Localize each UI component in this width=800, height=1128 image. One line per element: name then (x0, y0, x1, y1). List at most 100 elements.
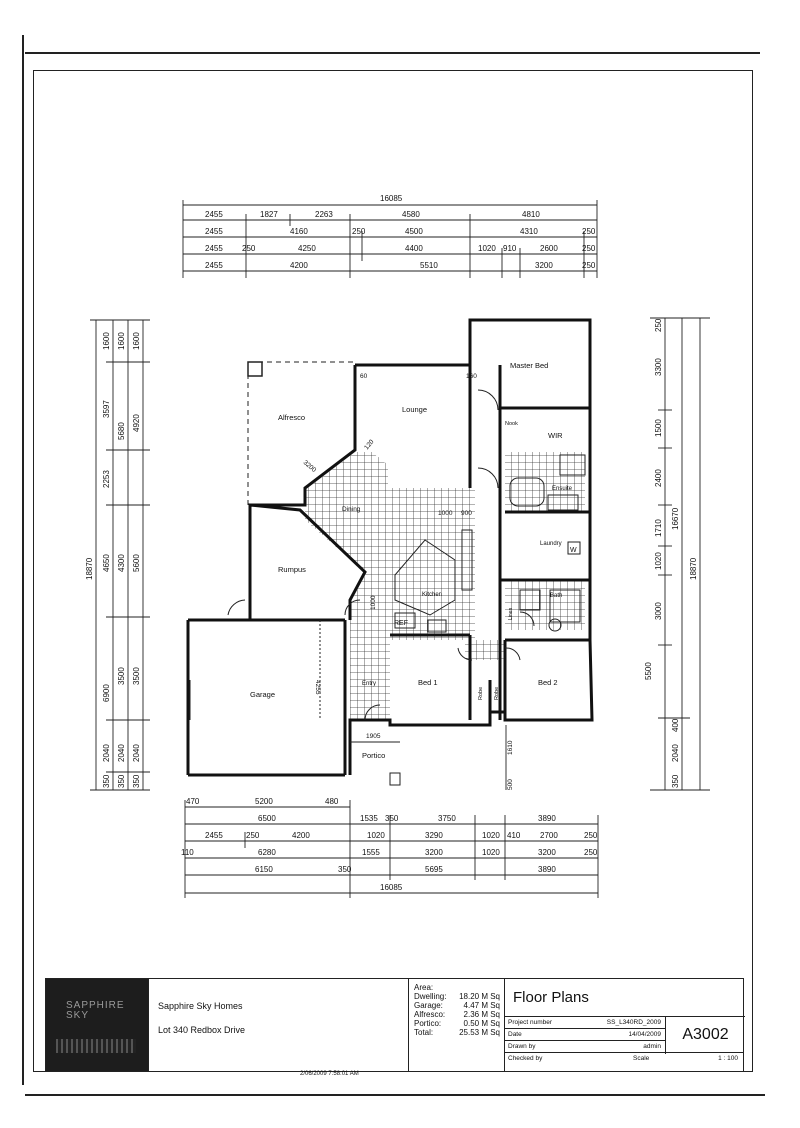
label-entry: Entry (362, 681, 376, 687)
right-dim-c1-5: 1020 (654, 552, 663, 570)
top-dim-r1-3: 4580 (402, 210, 420, 219)
top-dim-r3-2: 4250 (298, 244, 316, 253)
label-bed1: Bed 1 (418, 678, 438, 687)
label-kitchen: Kitchen (422, 592, 442, 598)
top-dim-r1-4: 4810 (522, 210, 540, 219)
bot-dim-r4-1: 6280 (258, 848, 276, 857)
bot-dim-r3-0: 2455 (205, 831, 223, 840)
floor-plan: 16085 2455 1827 2263 4580 4810 2455 4160… (85, 194, 710, 898)
top-dim-r3-4: 1020 (478, 244, 496, 253)
right-dim-c3-3: 350 (671, 774, 680, 788)
top-dim-r1-1: 1827 (260, 210, 278, 219)
scan-edge-line-left (22, 35, 24, 1085)
company-logo: SAPPHIRE SKY (46, 979, 148, 1071)
area-summary: Area: Dwelling:18.20 M Sq Garage:4.47 M … (408, 979, 505, 1071)
bot-dim-r1-0: 470 (186, 797, 200, 806)
bot-dim-r5-2: 5695 (425, 865, 443, 874)
drawn-by-row: Drawn by admin (505, 1040, 665, 1053)
bot-dim-r2-1: 1535 (360, 814, 378, 823)
bot-dim-r3-3: 1020 (367, 831, 385, 840)
bottom-dimension-lines (184, 800, 599, 898)
left-dim-c1-0: 1600 (102, 332, 111, 350)
label-garage: Garage (250, 690, 275, 699)
left-dim-overall: 18870 (85, 557, 94, 580)
top-dim-r4-1: 4200 (290, 261, 308, 270)
left-dim-c3-3: 3500 (132, 667, 141, 685)
top-dimension-labels: 16085 2455 1827 2263 4580 4810 2455 4160… (205, 194, 596, 270)
top-dim-r3-0: 2455 (205, 244, 223, 253)
bot-dim-r1-2: 480 (325, 797, 339, 806)
scan-edge-line-top (25, 52, 760, 54)
alfresco-dashed (247, 361, 355, 505)
label-ref: REF (394, 620, 408, 627)
bot-dim-r2-4: 3890 (538, 814, 556, 823)
label-rumpus: Rumpus (278, 565, 306, 574)
left-dim-c2-3: 3500 (117, 667, 126, 685)
top-dim-r3-1: 250 (242, 244, 256, 253)
idim-1610: 1610 (507, 740, 514, 755)
label-laundry: Laundry (540, 541, 562, 547)
right-dim-c1-6: 3000 (654, 602, 663, 620)
sheet-info: Floor Plans Project number SS_L340RD_200… (504, 979, 745, 1071)
bot-dim-r4-4: 1020 (482, 848, 500, 857)
logo-text: SAPPHIRE SKY (66, 1000, 125, 1021)
bottom-dimension-labels: 470 5200 480 6500 1535 350 3750 3890 245… (181, 797, 598, 892)
left-dim-c1-2: 2253 (102, 470, 111, 488)
checked-by-row: Checked by Scale 1 : 100 (505, 1052, 744, 1065)
top-dim-overall: 16085 (380, 194, 403, 203)
left-dim-c2-0: 1600 (117, 332, 126, 350)
top-dim-r3-6: 2600 (540, 244, 558, 253)
right-dim-c1-7: 5500 (644, 662, 653, 680)
top-dim-r1-0: 2455 (205, 210, 223, 219)
label-wir: WIR (548, 431, 563, 440)
right-dim-c3-2: 2040 (671, 744, 680, 762)
label-dining: Dining (342, 506, 361, 513)
left-dim-c1-3: 4650 (102, 554, 111, 572)
bot-dim-r2-3: 3750 (438, 814, 456, 823)
idim-3200: 3200 (302, 459, 318, 474)
room-labels: Alfresco Lounge Master Bed WIR Nook Ensu… (250, 361, 577, 760)
label-linen: Linen (508, 608, 514, 620)
door-swings (189, 361, 535, 786)
bot-dim-r3-1: 250 (246, 831, 260, 840)
right-dim-c1-1: 3300 (654, 358, 663, 376)
top-dim-r1-2: 2263 (315, 210, 333, 219)
label-bath: Bath (550, 593, 562, 599)
idim-120: 120 (363, 438, 376, 451)
right-dim-c3-0: 16670 (671, 507, 680, 530)
bot-dim-r2-2: 350 (385, 814, 399, 823)
sheet-grid: Project number SS_L340RD_2009 Date 14/04… (505, 1016, 745, 1071)
bot-dim-r3-4: 3290 (425, 831, 443, 840)
top-dimension-lines (182, 200, 598, 278)
top-dim-r4-3: 3200 (535, 261, 553, 270)
label-alfresco: Alfresco (278, 413, 305, 422)
fixtures (394, 454, 586, 633)
right-dimension-labels: 250 3300 1500 2400 1710 1020 3000 5500 1… (644, 318, 698, 788)
bot-dim-r3-7: 2700 (540, 831, 558, 840)
bot-dim-r4-2: 1555 (362, 848, 380, 857)
top-dim-r3-5: 910 (503, 244, 517, 253)
right-dimension-lines (650, 317, 710, 791)
portico-dim-lines (350, 725, 507, 790)
left-dim-c2-1: 5680 (117, 422, 126, 440)
bot-dim-r5-3: 3890 (538, 865, 556, 874)
left-dim-c2-5: 350 (117, 774, 126, 788)
company-name: Sapphire Sky Homes (158, 1001, 243, 1011)
bot-dim-r3-5: 1020 (482, 831, 500, 840)
left-dim-c3-5: 350 (132, 774, 141, 788)
label-bed2: Bed 2 (538, 678, 558, 687)
bot-dim-r3-8: 250 (584, 831, 598, 840)
idim-500: 500 (507, 779, 514, 790)
title-block: SAPPHIRE SKY Sapphire Sky Homes Lot 340 … (45, 978, 745, 1072)
label-master-bed: Master Bed (510, 361, 548, 370)
right-dim-c1-3: 2400 (654, 469, 663, 487)
right-dim-c1-4: 1710 (654, 519, 663, 537)
top-dim-r4-2: 5510 (420, 261, 438, 270)
left-dim-c1-5: 2040 (102, 744, 111, 762)
idim-4255: 4255 (314, 680, 321, 695)
top-dim-r2-3: 4500 (405, 227, 423, 236)
label-robe1: Robe (478, 687, 484, 700)
label-nook: Nook (505, 421, 518, 427)
top-dim-r2-2: 250 (352, 227, 366, 236)
label-portico: Portico (362, 751, 385, 760)
